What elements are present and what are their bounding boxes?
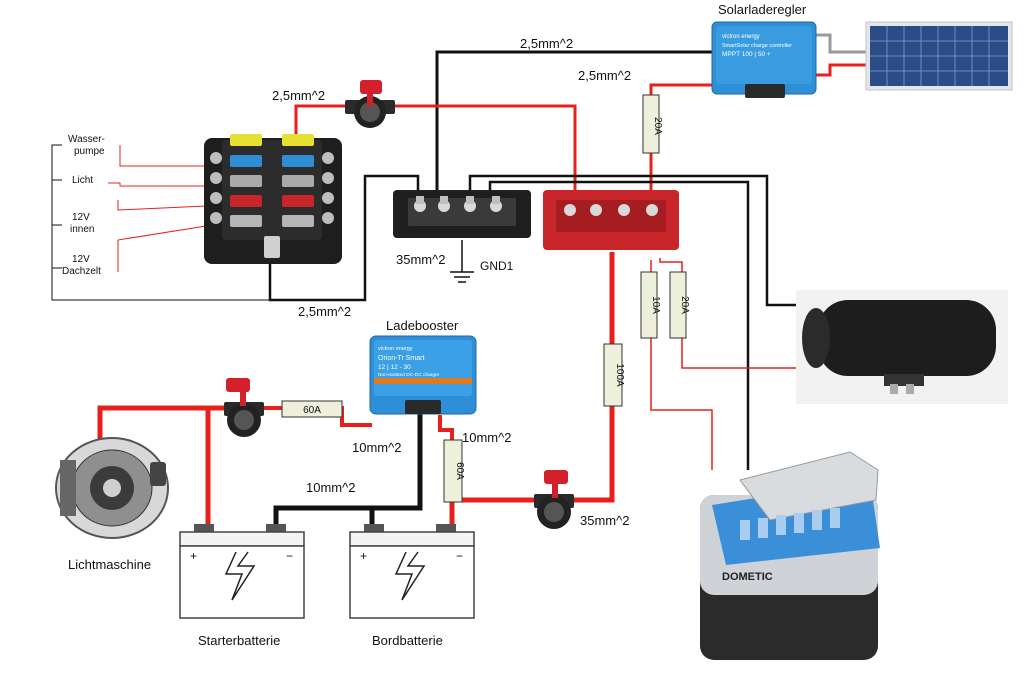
- wire-red-fusebox-2: [395, 104, 577, 198]
- fusebox-labels: Wasser- pumpe Licht 12V innen 12V Dachze…: [62, 134, 105, 277]
- label-top-black: 2,5mm^2: [520, 36, 573, 51]
- fuse-heater-label: 20A: [679, 296, 690, 314]
- wire-black-fridge: [488, 180, 750, 470]
- fuse-booster-in-label: 60A: [303, 405, 321, 416]
- diesel-heater: [796, 290, 1008, 404]
- wire-red-battery: [449, 497, 540, 528]
- load-label-licht: Licht: [72, 175, 93, 186]
- fusebox-load-ticks: [52, 179, 62, 269]
- load-label-wasser: Wasser-: [68, 134, 105, 145]
- svg-text:+: +: [360, 549, 367, 563]
- ladebooster-title: Ladebooster: [386, 318, 459, 333]
- wire-red-booster-out: [438, 415, 454, 440]
- fuse-fridge-label: 10A: [650, 296, 661, 314]
- busbar-negative: [393, 190, 531, 238]
- wire-grey-panel: [815, 33, 866, 54]
- fuse-solar: 20A: [642, 94, 663, 154]
- dometic-fridge: DOMETIC: [700, 451, 880, 660]
- ladebooster-model-line1: Orion-Tr Smart: [378, 355, 424, 362]
- wire-red-panel: [815, 63, 866, 77]
- ladebooster: victron energy Orion-Tr Smart 12 | 12 - …: [369, 335, 477, 415]
- fuse-fridge: 10A: [640, 271, 661, 339]
- load-label-12v-dachzelt-b: Dachzelt: [62, 266, 101, 277]
- fuse-booster-in: 60A: [281, 400, 343, 418]
- battery-switch-fusebox: [345, 80, 395, 128]
- ladebooster-model-line3: Non-isolated DC-DC charger: [378, 372, 440, 378]
- label-top-red: 2,5mm^2: [578, 68, 631, 83]
- wire-red-alternator: [97, 405, 211, 528]
- label-battery-link: 10mm^2: [306, 480, 355, 495]
- wire-size-labels: 2,5mm^2 2,5mm^2 2,5mm^2 35mm^2 2,5mm^2 1…: [272, 36, 631, 528]
- wire-black-solar-gnd: [435, 40, 725, 197]
- solar-controller-model-line1: SmartSolar charge controller: [722, 43, 792, 49]
- solar-panel: [865, 21, 1013, 91]
- label-fusebox-bottom: 2,5mm^2: [298, 304, 351, 319]
- svg-text:−: −: [456, 549, 463, 563]
- fuse-booster-out-label: 60A: [454, 462, 465, 480]
- fuse-main: 100A: [603, 343, 625, 407]
- label-main-35: 35mm^2: [580, 513, 629, 528]
- svg-text:−: −: [286, 549, 293, 563]
- load-label-12v-innen-a: 12V: [72, 212, 90, 223]
- fuse-main-label: 100A: [614, 363, 625, 387]
- wire-black-heater: [468, 174, 800, 307]
- solar-controller-title: Solarladeregler: [718, 2, 807, 17]
- wire-black-battery-link: [273, 412, 423, 530]
- fusebox-load-lines: [108, 145, 207, 272]
- label-busbar-35: 35mm^2: [396, 252, 445, 267]
- wire-red-heater: [659, 258, 800, 369]
- label-fusebox-red: 2,5mm^2: [272, 88, 325, 103]
- wire-red-main: [570, 252, 615, 503]
- starter-battery-label: Starterbatterie: [198, 633, 280, 648]
- gnd-label: GND1: [480, 259, 514, 273]
- svg-text:+: +: [190, 549, 197, 563]
- ladebooster-brand: victron energy: [378, 346, 413, 352]
- solar-charge-controller: victron energy SmartSolar charge control…: [711, 21, 817, 98]
- label-booster-out: 10mm^2: [462, 430, 511, 445]
- alternator-label: Lichtmaschine: [68, 557, 151, 572]
- label-booster-in: 10mm^2: [352, 440, 401, 455]
- load-label-12v-dachzelt-a: 12V: [72, 254, 90, 265]
- solar-controller-brand: victron energy: [722, 34, 760, 40]
- load-label-pumpe: pumpe: [74, 146, 105, 157]
- starter-battery: + −: [179, 524, 305, 619]
- wire-black-fusebox-gnd: [268, 174, 420, 302]
- busbar-positive: [543, 190, 679, 250]
- load-label-12v-innen-b: innen: [70, 224, 94, 235]
- alternator: [55, 437, 169, 539]
- battery-switch-main: [534, 470, 574, 529]
- fusebox-load-bracket: [51, 144, 270, 301]
- fuse-solar-label: 20A: [652, 117, 663, 135]
- fuse-block: [204, 134, 342, 264]
- fuse-booster-out: 60A: [443, 439, 465, 503]
- house-battery: + −: [349, 524, 475, 619]
- ladebooster-model-line2: 12 | 12 - 30: [378, 364, 411, 371]
- solar-controller-model-line2: MPPT 100 | 50 +: [722, 51, 771, 58]
- fridge-brand: DOMETIC: [722, 571, 773, 583]
- house-battery-label: Bordbatterie: [372, 633, 443, 648]
- ground-symbol: [450, 271, 474, 283]
- battery-switch-alternator: [224, 378, 264, 437]
- fuse-heater: 20A: [669, 271, 690, 339]
